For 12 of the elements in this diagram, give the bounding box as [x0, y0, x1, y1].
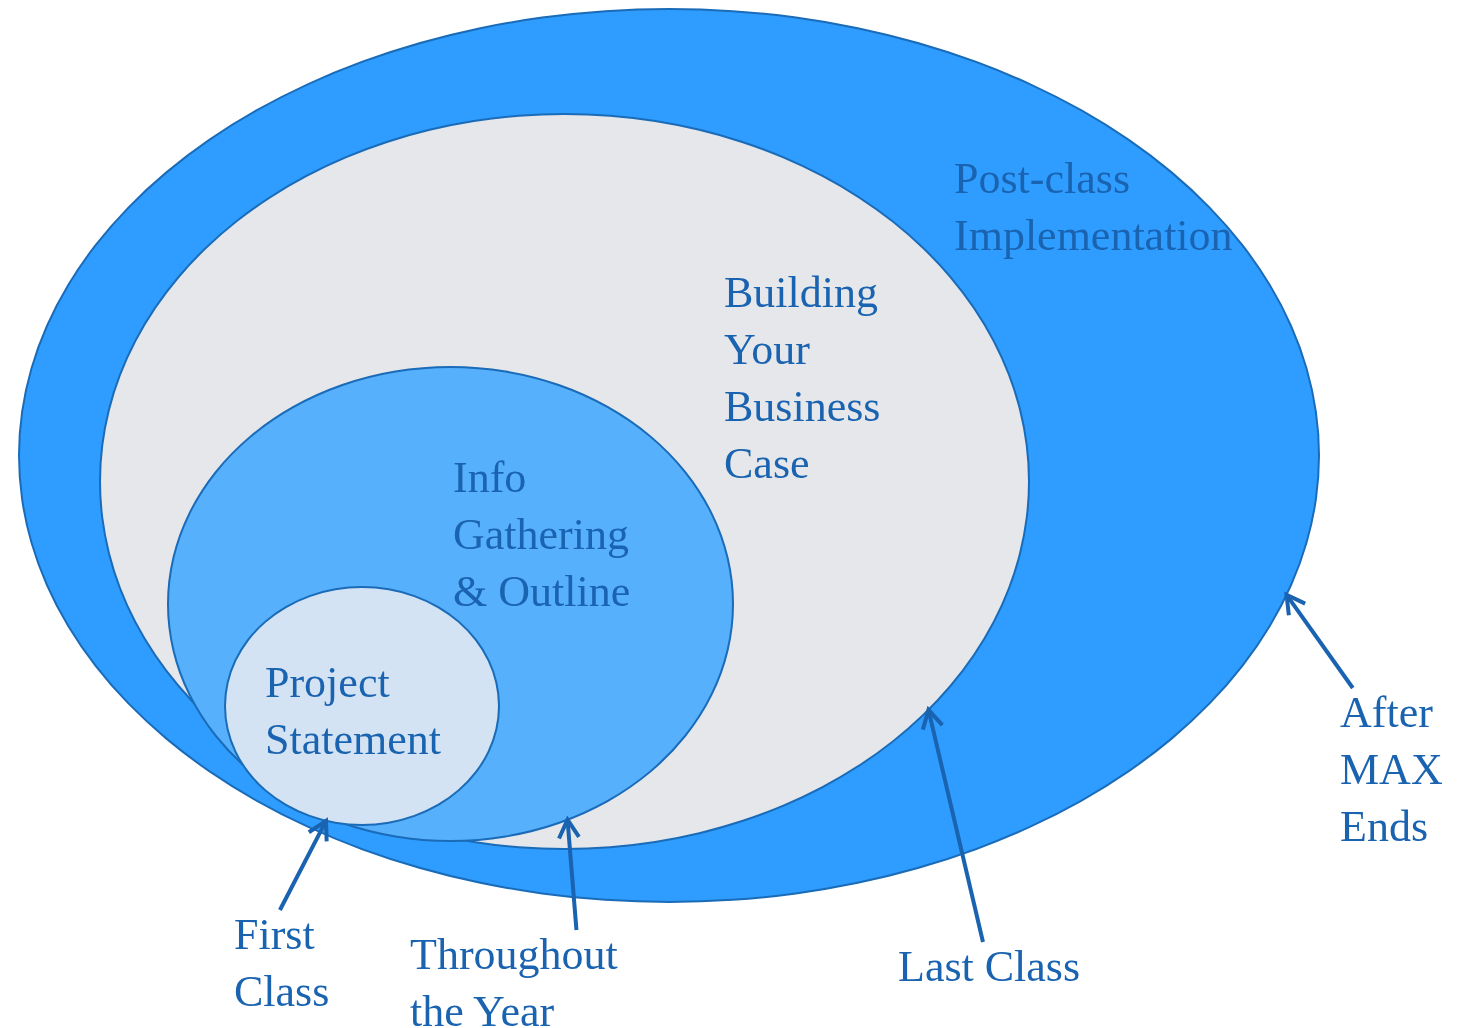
timing-label: Last Class	[898, 938, 1158, 995]
stage-label: Building Your Business Case	[724, 267, 882, 490]
arrow	[1284, 592, 1355, 690]
stage-label: Info Gathering & Outline	[453, 452, 632, 618]
arrow	[278, 818, 329, 911]
timing-label: First Class	[234, 906, 364, 1020]
stage-label: Post-class Implementation	[954, 153, 1234, 262]
arrow	[920, 707, 985, 943]
timing-label: After MAX Ends	[1340, 684, 1460, 855]
arrow	[557, 817, 581, 931]
timing-label: Throughout the Year	[410, 926, 665, 1028]
stage-label: Project Statement	[265, 657, 442, 766]
